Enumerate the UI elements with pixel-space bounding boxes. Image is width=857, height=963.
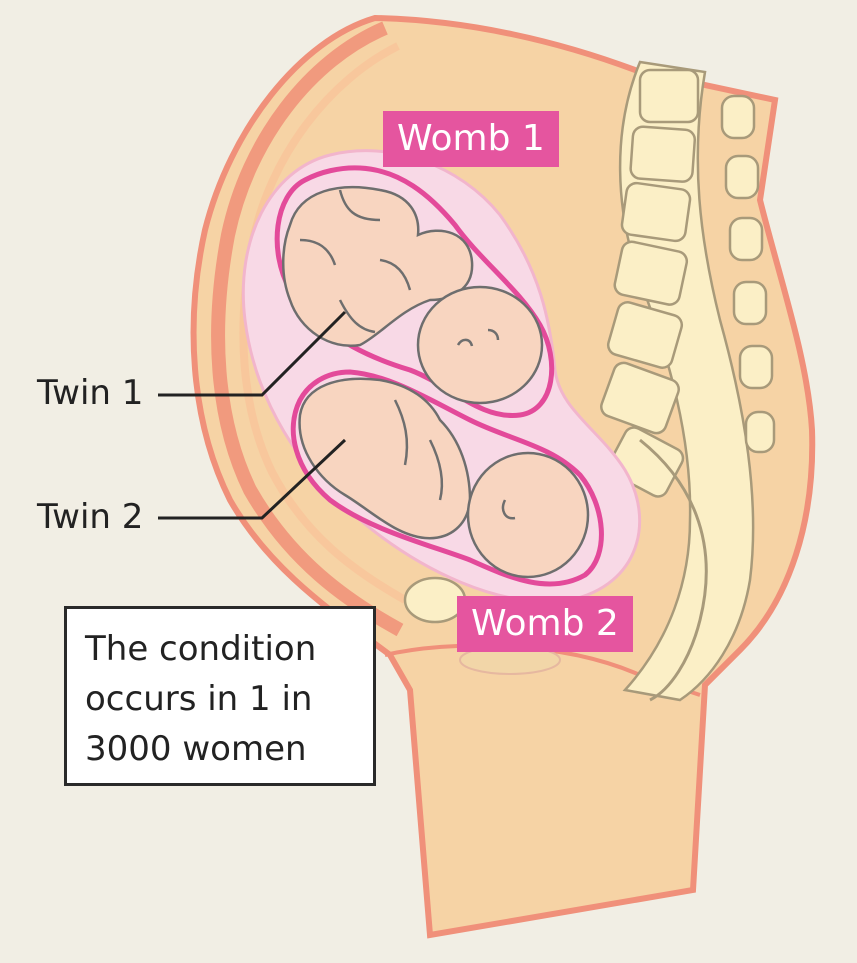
abdominal-wall (211, 21, 404, 637)
womb-2-label: Womb 2 (457, 596, 633, 652)
twin-2-leader-line (158, 438, 347, 520)
twin-2 (298, 377, 590, 579)
info-line-2: occurs in 1 in (85, 679, 313, 719)
pubic-bone (403, 576, 467, 624)
abdominal-wall-inner (239, 42, 407, 604)
vertebrae (600, 68, 700, 498)
info-line-1: The condition (85, 629, 317, 669)
spinous-processes (720, 94, 776, 454)
sacrum (639, 438, 708, 702)
womb-1-label: Womb 1 (383, 111, 559, 167)
twin-2-label: Twin 2 (37, 497, 144, 537)
info-line-3: 3000 women (85, 729, 307, 769)
twin-1-leader-line (158, 310, 347, 397)
twin-1-label: Twin 1 (37, 373, 144, 413)
info-box: The condition occurs in 1 in 3000 women (64, 606, 376, 786)
twin-1 (282, 185, 544, 405)
